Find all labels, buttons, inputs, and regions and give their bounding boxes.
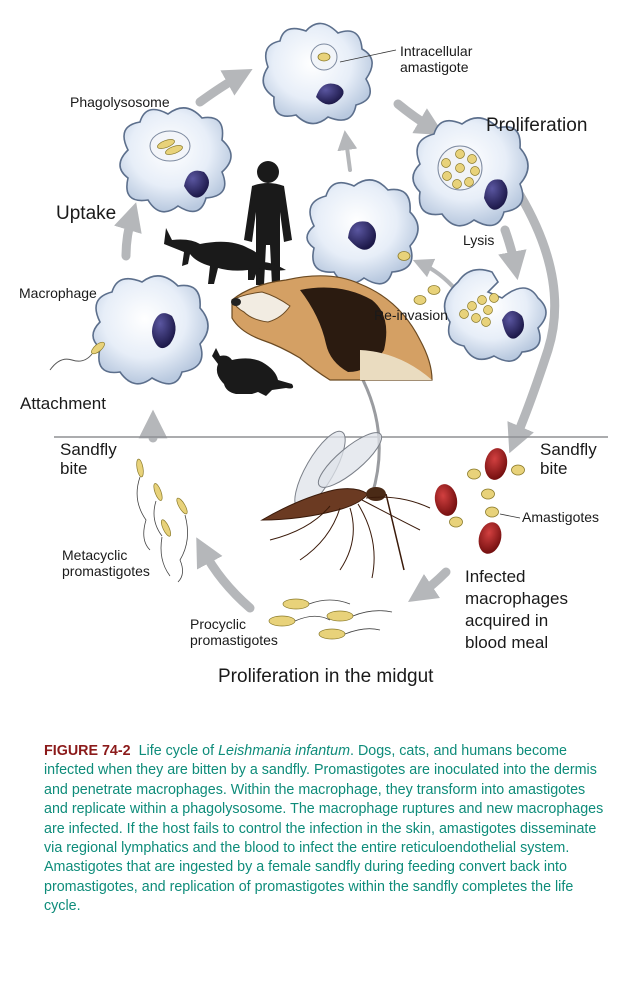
label-uptake: Uptake <box>56 203 117 224</box>
label-line: acquired in <box>465 611 549 630</box>
arrow-bloodmeal-to-midgut <box>408 567 451 602</box>
label-proliferation: Proliferation <box>486 115 588 136</box>
label-reinvasion: Re-invasion <box>374 307 448 323</box>
arrow-midgut-to-metacyclic <box>196 537 255 613</box>
macrophage-lysis <box>443 268 547 362</box>
label-line: Procyclic <box>190 616 247 632</box>
label-line: Sandfly <box>540 440 597 459</box>
fox-silhouette <box>164 228 286 284</box>
cat-silhouette <box>212 348 294 396</box>
sandfly <box>260 430 431 579</box>
label-amastigotes: Amastigotes <box>522 509 600 525</box>
label-line: Intracellular <box>400 43 473 59</box>
caption-species: Leishmania infantum <box>218 743 351 759</box>
metacyclic-promastigotes <box>136 458 188 583</box>
caption-text-pre: Life cycle of <box>138 743 219 759</box>
label-line: Metacyclic <box>62 547 128 563</box>
label-line: macrophages <box>465 589 569 608</box>
label-procyclic-promastigotes: Procyclic promastigotes <box>190 616 278 648</box>
label-sandfly-bite-right: Sandfly bite <box>540 440 597 478</box>
label-line: blood meal <box>465 633 549 652</box>
label-phagolysosome: Phagolysosome <box>70 94 170 110</box>
label-attachment: Attachment <box>20 394 106 413</box>
label-line: Sandfly <box>60 440 117 459</box>
label-line: promastigotes <box>62 562 150 579</box>
label-line: bite <box>60 459 88 479</box>
caption-text-post: . Dogs, cats, and humans become infected… <box>44 743 604 915</box>
figure-caption: FIGURE 74-2 Life cycle of Leishmania infa… <box>44 742 604 917</box>
leishmania-life-cycle-diagram <box>49 22 608 640</box>
cycle-arrows <box>114 69 560 613</box>
label-lysis: Lysis <box>463 232 495 248</box>
label-sandfly-bite-left: Sandfly bite <box>60 440 117 478</box>
macrophage-intracellular <box>262 22 373 125</box>
macrophage-attachment <box>49 275 209 385</box>
label-line: promastigotes <box>190 631 278 648</box>
procyclic-promastigotes <box>268 598 393 640</box>
label-line: amastigote <box>400 58 469 75</box>
macrophage-reinvasion <box>306 179 419 285</box>
label-proliferation-midgut: Proliferation in the midgut <box>218 666 434 687</box>
dog-head <box>231 275 433 381</box>
macrophage-phagolysosome <box>119 107 232 213</box>
arrow-uptake-to-phago <box>114 202 142 261</box>
arrow-intracellular-to-proliferation <box>393 99 445 136</box>
label-metacyclic-promastigotes: Metacyclic promastigotes <box>62 547 150 579</box>
free-amastigotes <box>413 285 441 305</box>
arrow-reinvasion <box>412 258 458 292</box>
blood-meal-cells <box>434 448 525 554</box>
arrow-proliferation-to-lysis <box>498 225 527 281</box>
label-line: Infected <box>465 567 526 586</box>
arrow-lysis-down <box>507 190 560 454</box>
arrow-lysis-to-reinvasion-cell <box>337 130 358 172</box>
label-infected-macrophages: Infected macrophages acquired in blood m… <box>465 566 568 654</box>
label-line: bite <box>540 459 568 479</box>
label-macrophage: Macrophage <box>19 285 97 301</box>
arrow-phago-to-intracellular <box>195 69 253 107</box>
figure-number: FIGURE 74-2 <box>44 743 131 759</box>
macrophage-proliferation <box>412 117 529 227</box>
label-intracellular-amastigote: Intracellular amastigote <box>400 43 473 75</box>
